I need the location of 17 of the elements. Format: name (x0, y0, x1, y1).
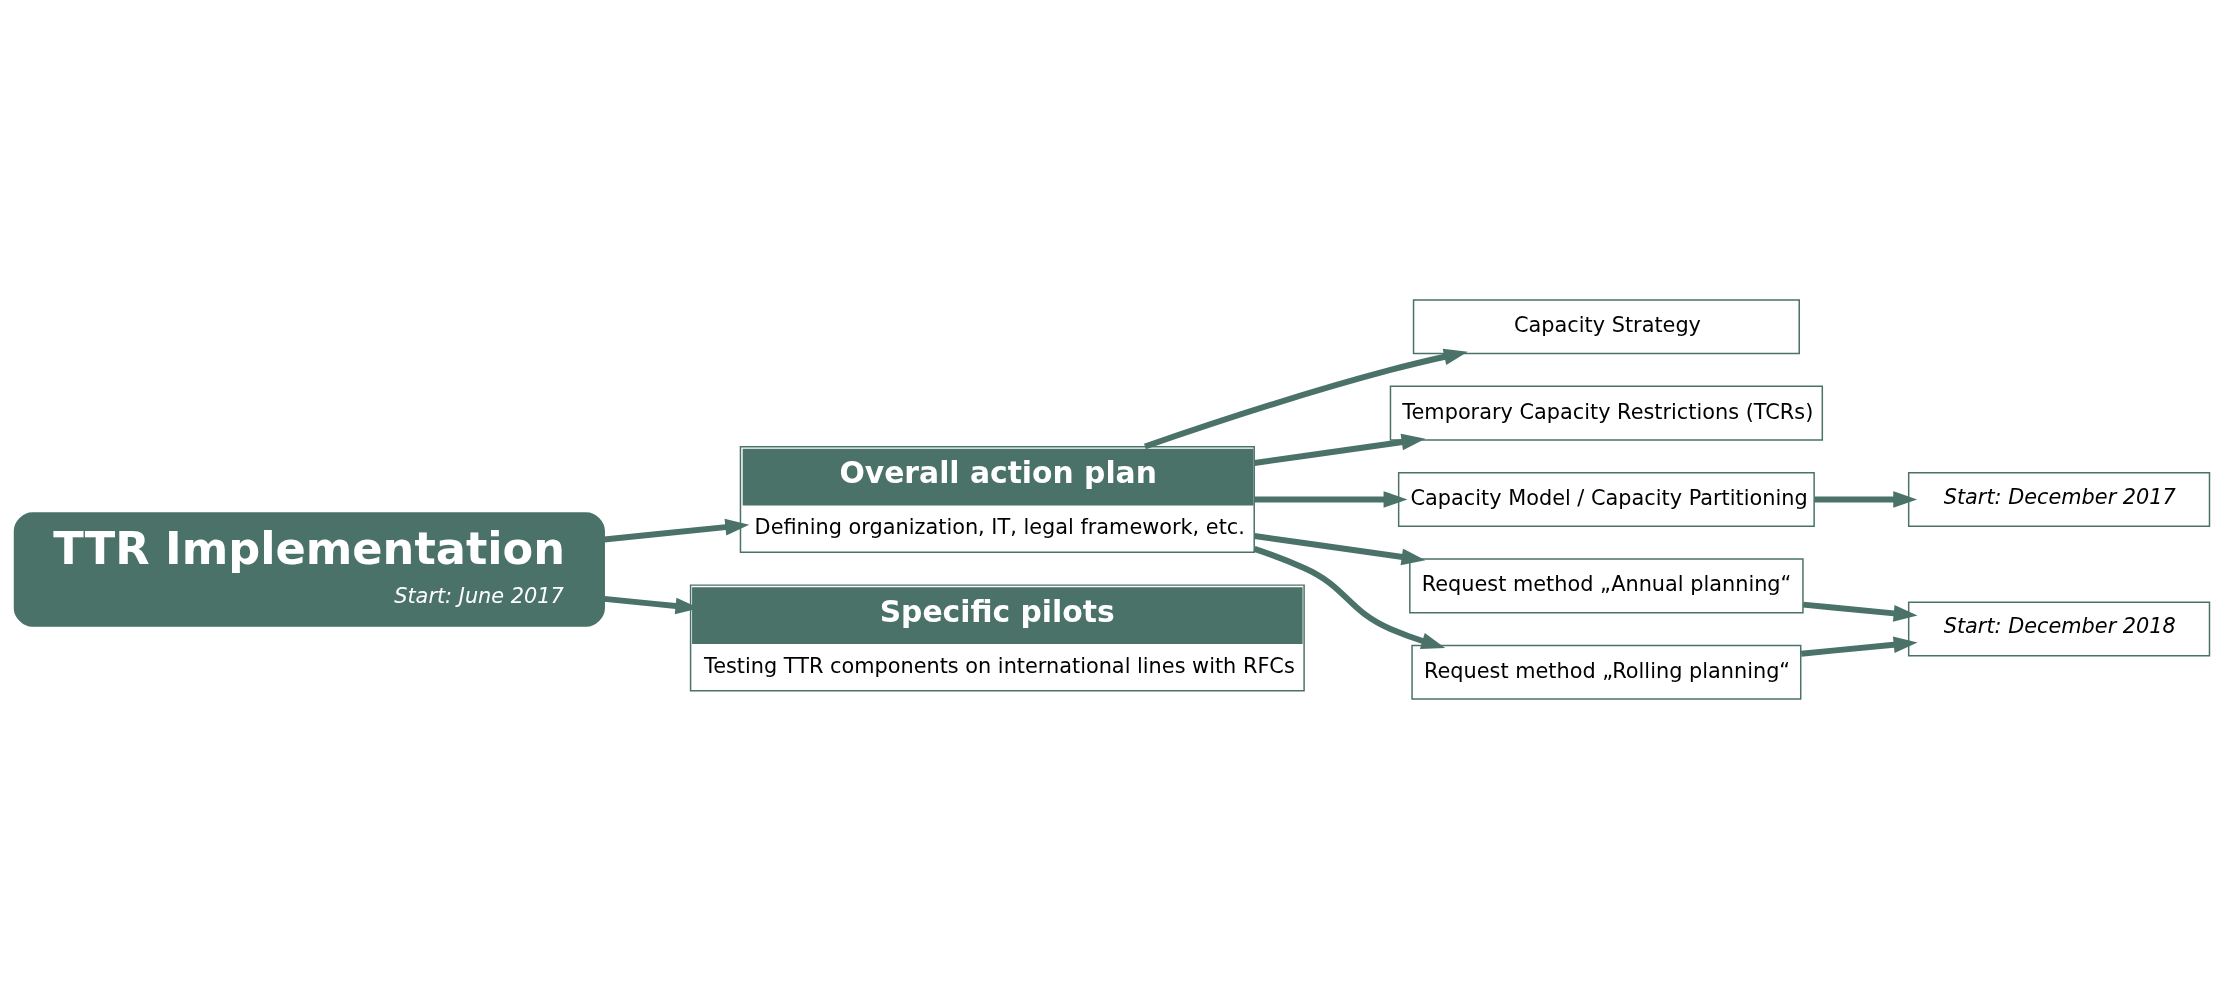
node-box: TTR Implementation Start: June 2017 (13, 511, 605, 627)
arrow (1814, 490, 1918, 508)
node-box: Capacity Model / Capacity Partitioning (1397, 471, 1815, 527)
arrow (1144, 348, 1468, 449)
arrow (1254, 433, 1426, 466)
arrow (1254, 490, 1408, 508)
arrow (1254, 532, 1426, 565)
node-box: Request method „Annual planning“ (1409, 557, 1804, 613)
node-box: Request method „Rolling planning“ (1411, 644, 1802, 700)
node-box: Temporary Capacity Restrictions (TCRs) (1389, 385, 1824, 441)
arrow (1802, 601, 1918, 622)
arrow (1800, 635, 1918, 657)
arrow (1253, 545, 1446, 649)
node-box: Start: December 2018 (1907, 601, 2211, 657)
node-box: Capacity Strategy (1412, 298, 1800, 354)
node-box: Start: December 2017 (1907, 471, 2211, 527)
arrow (604, 518, 750, 542)
